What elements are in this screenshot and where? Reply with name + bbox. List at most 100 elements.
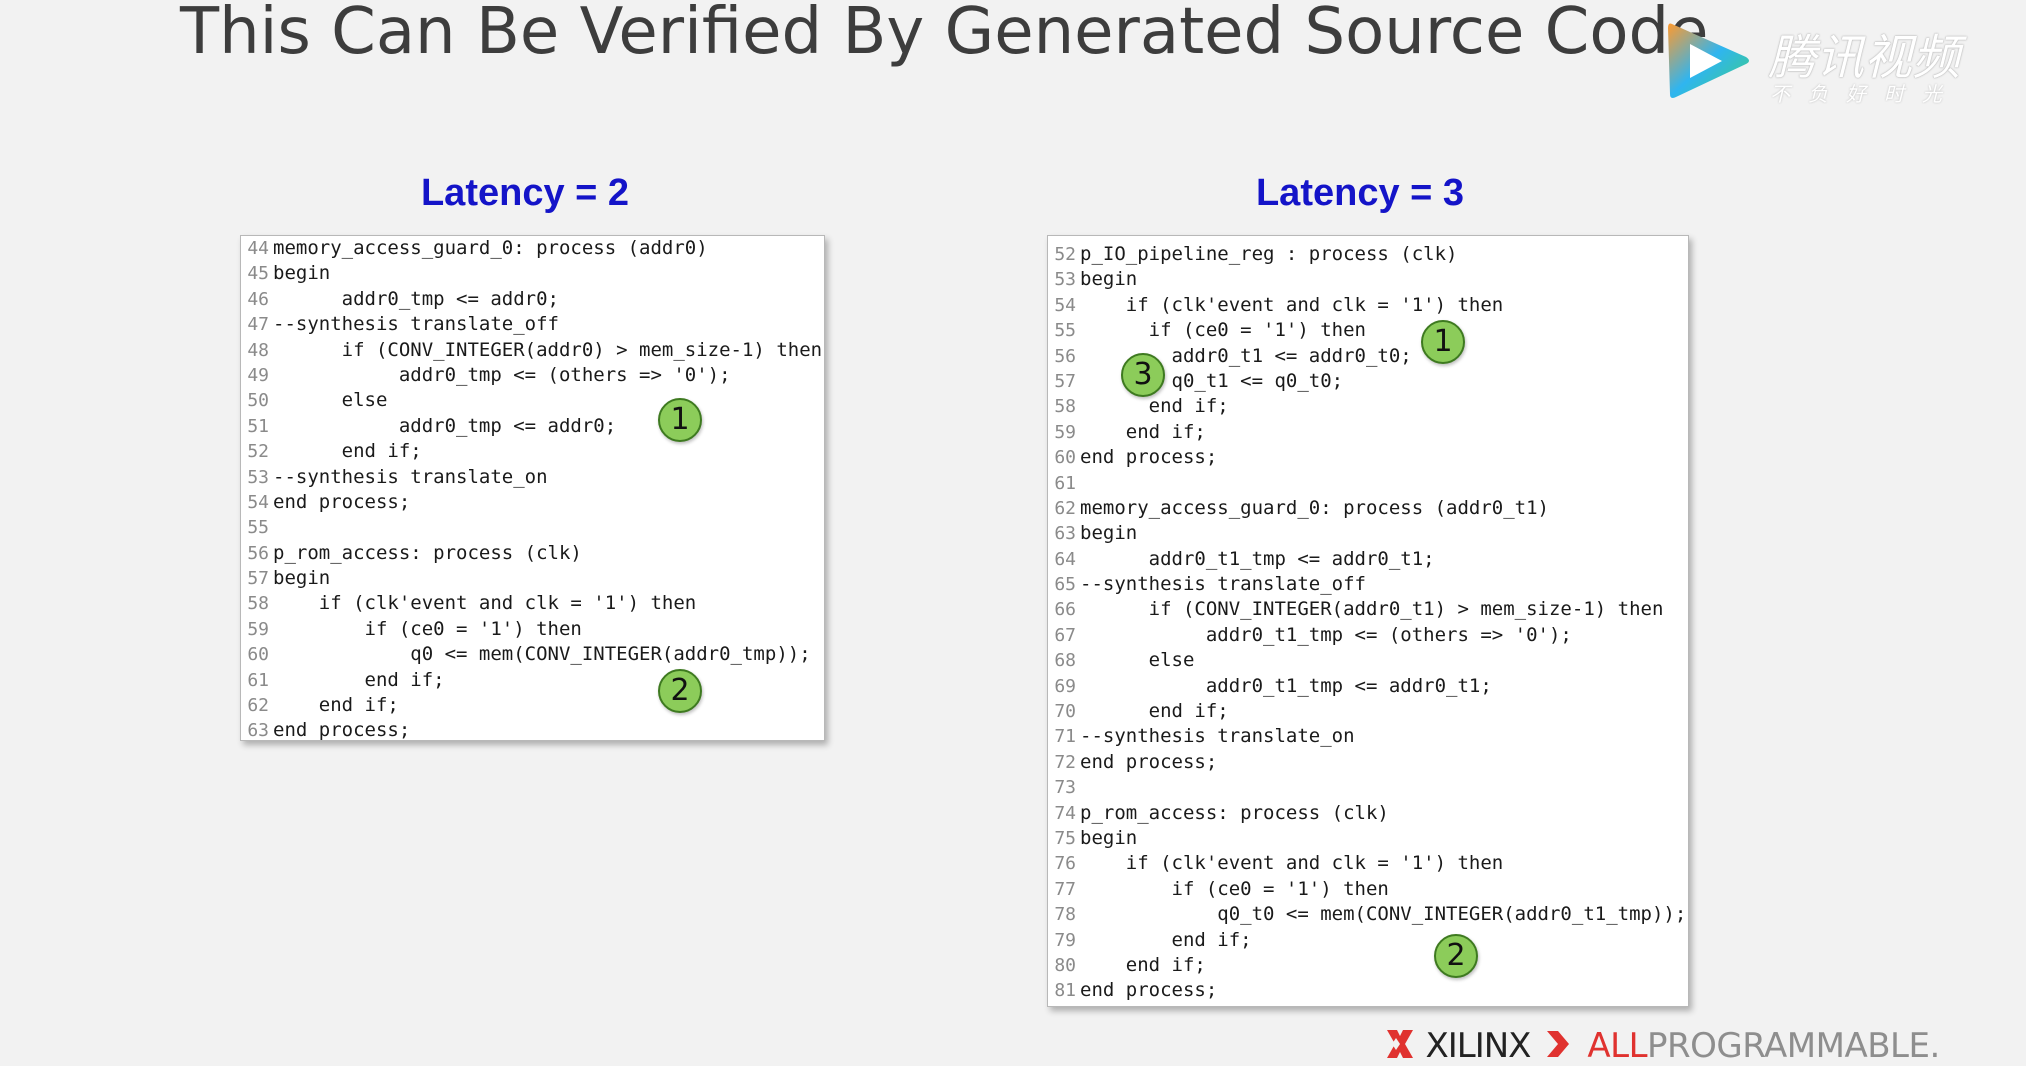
line-number: 72 (1054, 751, 1076, 773)
code-line: 79 end if; (1048, 928, 1688, 953)
line-number: 54 (247, 491, 269, 513)
code-text: begin (1080, 268, 1138, 291)
code-line: 73 (1048, 775, 1688, 800)
code-line: 55 (241, 515, 824, 540)
play-logo-icon (1668, 23, 1749, 98)
line-number: 81 (1054, 980, 1076, 1002)
code-line: 53--synthesis translate_on (241, 465, 824, 490)
code-line: 59 if (ce0 = '1') then (241, 617, 824, 642)
line-number: 54 (1054, 294, 1076, 316)
code-line: 47--synthesis translate_off (241, 312, 824, 337)
code-text: end if; (1080, 395, 1229, 418)
line-number: 68 (1054, 650, 1076, 672)
code-text: end process; (1080, 750, 1218, 773)
code-line: 67 addr0_t1_tmp <= (others => '0'); (1048, 623, 1688, 648)
code-text: if (ce0 = '1') then (1080, 319, 1366, 342)
line-number: 55 (1054, 320, 1076, 342)
line-number: 74 (1054, 802, 1076, 824)
code-text: addr0_tmp <= (others => '0'); (273, 363, 731, 386)
code-line: 80 end if; (1048, 953, 1688, 978)
code-text: p_IO_pipeline_reg : process (clk) (1080, 243, 1458, 265)
line-number: 57 (247, 568, 269, 590)
line-number: 50 (247, 390, 269, 412)
code-text: addr0_t1_tmp <= (others => '0'); (1080, 623, 1572, 646)
code-line: 49 addr0_tmp <= (others => '0'); (241, 363, 824, 388)
code-line: 64 addr0_t1_tmp <= addr0_t1; (1048, 547, 1688, 572)
code-text: memory_access_guard_0: process (addr0) (273, 237, 708, 259)
latency-3-heading: Latency = 3 (1255, 172, 1465, 214)
code-text: end if; (273, 440, 422, 463)
step-badge: 2 (1434, 934, 1478, 978)
line-number: 79 (1054, 929, 1076, 951)
code-text: addr0_t1 <= addr0_t0; (1080, 344, 1412, 367)
code-text: if (ce0 = '1') then (273, 617, 582, 640)
video-watermark: 腾讯视频 不负好时光 (1658, 16, 1978, 106)
code-text: end process; (1080, 979, 1218, 1002)
code-text: addr0_tmp <= addr0; (273, 414, 617, 437)
line-number: 46 (247, 288, 269, 310)
code-text: p_rom_access: process (clk) (273, 541, 582, 564)
code-text: end if; (273, 668, 445, 691)
line-number: 70 (1054, 701, 1076, 723)
code-line: 61 end if; (241, 668, 824, 693)
code-text: else (1080, 649, 1195, 672)
code-line: 71--synthesis translate_on (1048, 724, 1688, 749)
code-line: 77 if (ce0 = '1') then (1048, 877, 1688, 902)
code-text: end if; (273, 694, 399, 717)
line-number: 67 (1054, 624, 1076, 646)
watermark-text: 腾讯视频 (1768, 30, 1961, 86)
code-text: --synthesis translate_off (1080, 573, 1366, 596)
code-text: end if; (1080, 700, 1229, 723)
brand-tagline-programmable: PROGRAMMABLE. (1647, 1026, 1940, 1066)
line-number: 57 (1054, 370, 1076, 392)
line-number: 53 (1054, 269, 1076, 291)
line-number: 75 (1054, 827, 1076, 849)
code-text: begin (273, 567, 331, 590)
code-text: begin (1080, 826, 1138, 849)
code-line: 69 addr0_t1_tmp <= addr0_t1; (1048, 674, 1688, 699)
code-text: --synthesis translate_off (273, 313, 559, 336)
code-text: if (clk'event and clk = '1') then (1080, 293, 1504, 316)
line-number: 44 (247, 238, 269, 259)
line-number: 80 (1054, 954, 1076, 976)
code-text: end process; (1080, 446, 1218, 469)
step-badge: 3 (1121, 353, 1165, 397)
line-number: 56 (1054, 345, 1076, 367)
line-number: 71 (1054, 726, 1076, 748)
line-number: 60 (1054, 447, 1076, 469)
code-line: 62 end if; (241, 693, 824, 718)
line-number: 76 (1054, 853, 1076, 875)
code-text: addr0_tmp <= addr0; (273, 287, 559, 310)
code-text: p_rom_access: process (clk) (1080, 801, 1389, 824)
line-number: 61 (247, 669, 269, 691)
line-number: 63 (247, 720, 269, 741)
line-number: 58 (1054, 396, 1076, 418)
code-line: 58 if (clk'event and clk = '1') then (241, 591, 824, 616)
code-line: 57 q0_t1 <= q0_t0; (1048, 369, 1688, 394)
code-text: end if; (1080, 928, 1252, 951)
xilinx-logo-icon (1385, 1028, 1415, 1065)
code-text: if (ce0 = '1') then (1080, 877, 1389, 900)
code-line: 60 q0 <= mem(CONV_INTEGER(addr0_tmp)); (241, 642, 824, 667)
code-line: 68 else (1048, 648, 1688, 673)
line-number: 47 (247, 314, 269, 336)
code-text: begin (273, 262, 331, 285)
line-number: 73 (1054, 777, 1076, 799)
line-number: 62 (247, 695, 269, 717)
code-line: 70 end if; (1048, 699, 1688, 724)
brand-tagline-all: ALL (1587, 1026, 1648, 1066)
code-text: if (clk'event and clk = '1') then (1080, 852, 1504, 875)
line-number: 56 (247, 542, 269, 564)
code-text: end if; (1080, 420, 1206, 443)
code-line: 76 if (clk'event and clk = '1') then (1048, 851, 1688, 876)
code-line: 54 if (clk'event and clk = '1') then (1048, 293, 1688, 318)
